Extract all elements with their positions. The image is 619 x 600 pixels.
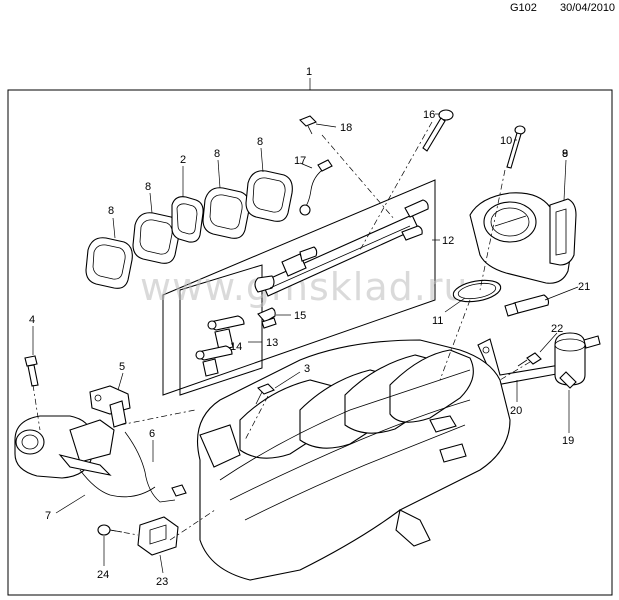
callout-label: 7 — [45, 510, 51, 522]
throttle-body-bolt — [506, 125, 526, 169]
callout-label: 9 — [562, 148, 568, 160]
callout-label: 22 — [551, 323, 563, 335]
callout-label: 13 — [266, 337, 278, 349]
fuel-injector — [195, 345, 233, 377]
callout-label: 1 — [306, 66, 312, 78]
callout-label: 8 — [562, 148, 568, 160]
callout-label: 20 — [510, 405, 522, 417]
callout-label: 4 — [29, 314, 35, 326]
intake-manifold-gasket — [171, 196, 204, 243]
callout-label: 19 — [562, 435, 574, 447]
vacuum-hose-connector — [504, 294, 550, 317]
intake-port-gasket — [85, 237, 133, 289]
callout-label: 12 — [442, 235, 454, 247]
callout-label: 6 — [149, 428, 155, 440]
callout-label: 2 — [180, 154, 186, 166]
injector-retaining-clip — [257, 307, 277, 329]
callout-label: 21 — [578, 281, 590, 293]
fuel-rail — [254, 199, 429, 297]
callout-label: 8 — [214, 148, 220, 160]
callout-label: 8 — [145, 181, 151, 193]
callout-label: 23 — [156, 576, 168, 588]
callout-label: 5 — [119, 361, 125, 373]
callout-label: 24 — [97, 569, 109, 581]
map-sensor — [137, 516, 179, 556]
diagram-date: 30/04/2010 — [560, 2, 616, 14]
pressure-sensor — [89, 385, 131, 428]
callout-label: 10 — [500, 135, 512, 147]
injector-frame — [179, 264, 263, 396]
bolt — [24, 355, 39, 387]
diagram-code: G102 — [510, 2, 537, 14]
stud-bolt — [255, 383, 275, 405]
egr-valve — [14, 415, 115, 479]
callout-label: 16 — [423, 109, 435, 121]
fuel-feed-pipe — [299, 159, 333, 216]
callout-label: 15 — [294, 310, 306, 322]
callout-label: 8 — [108, 205, 114, 217]
intake-port-gasket — [132, 212, 180, 264]
callout-label: 8 — [257, 136, 263, 148]
callout-label: 3 — [304, 363, 310, 375]
bracket-bolt — [517, 352, 542, 367]
callout-label: 11 — [432, 315, 443, 327]
intake-port-gasket — [202, 187, 250, 239]
callout-label: 17 — [294, 155, 306, 167]
callout-label: 14 — [230, 341, 242, 353]
bolt — [299, 115, 317, 135]
throttle-body-seal — [452, 279, 502, 303]
fuel-rail-frame — [162, 179, 436, 396]
vacuum-hose — [79, 431, 187, 503]
intake-port-gasket — [245, 170, 293, 222]
intake-manifold — [196, 339, 511, 581]
fuel-injector — [207, 315, 245, 351]
purge-solenoid-valve — [554, 332, 601, 389]
callout-label: 18 — [340, 122, 352, 134]
screw — [422, 109, 454, 152]
throttle-body — [469, 192, 577, 284]
